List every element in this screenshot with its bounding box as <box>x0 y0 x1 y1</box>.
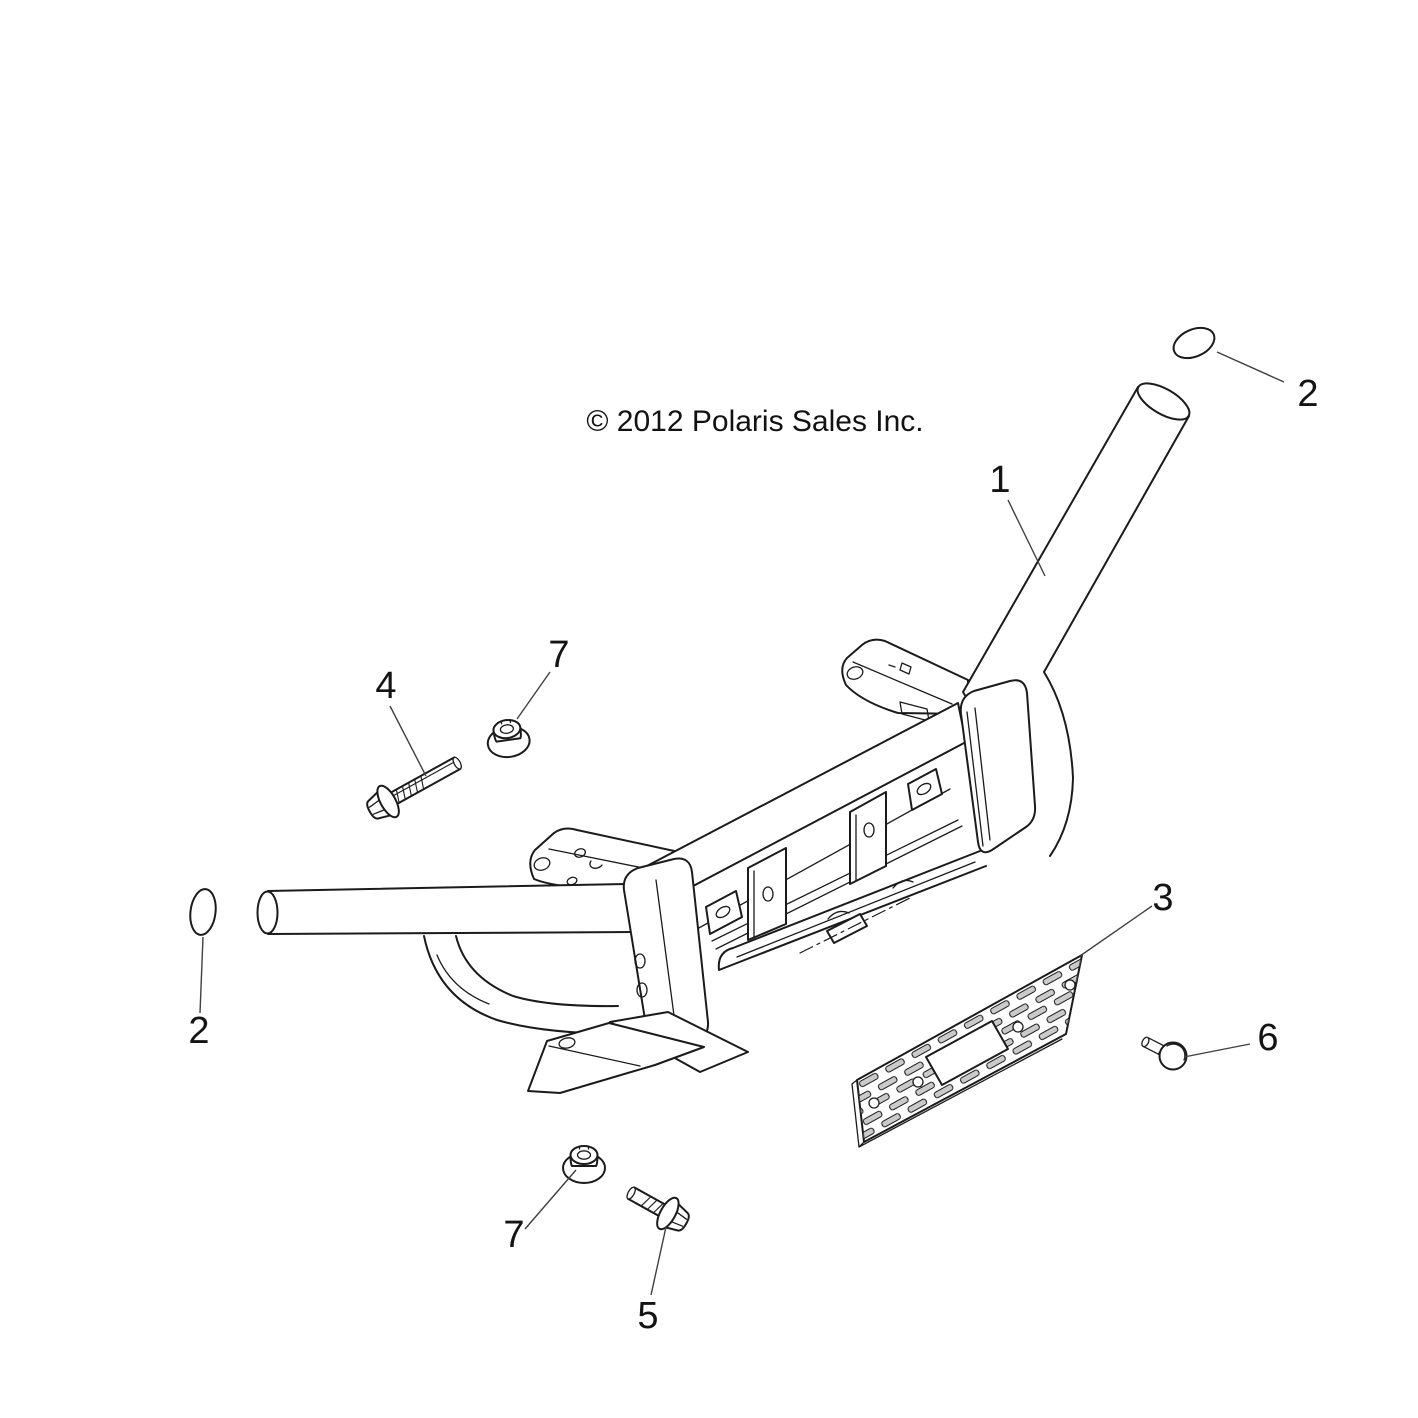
callout-7-top: 7 <box>548 634 569 676</box>
end-cap-left <box>189 888 217 936</box>
inner-panel <box>696 768 987 971</box>
flange-bolt-short <box>626 1186 690 1232</box>
receiver-tab <box>826 913 868 944</box>
copyright-text: © 2012 Polaris Sales Inc. <box>586 405 923 438</box>
grille-hole <box>868 1097 880 1109</box>
callout-2-bottom: 2 <box>188 1010 209 1052</box>
grille-hole <box>1012 1021 1024 1033</box>
end-cap-right <box>1172 326 1216 360</box>
callout-leader-lines <box>199 351 1285 1296</box>
button-screw <box>1141 1036 1188 1071</box>
callout-7-bottom: 7 <box>503 1214 524 1256</box>
skid-plate <box>527 1011 749 1094</box>
elbow-tube <box>423 935 619 1035</box>
rib-gusset-2 <box>849 791 887 885</box>
rear-bracket-right <box>841 638 969 722</box>
grille-hole <box>1064 979 1076 991</box>
tube-open-end-right <box>1136 382 1191 421</box>
callout-1: 1 <box>989 459 1010 501</box>
flange-bolt-long <box>366 756 462 820</box>
angle-pad-2 <box>907 768 943 811</box>
callout-5: 5 <box>637 1295 658 1337</box>
callout-6: 6 <box>1257 1017 1278 1059</box>
angle-pad-1 <box>705 890 743 935</box>
tube-open-end-left <box>256 890 279 935</box>
grille-plate <box>851 954 1083 1148</box>
callout-4: 4 <box>375 665 396 707</box>
wing-tube-left <box>256 883 647 935</box>
bumper-weldment <box>256 382 1191 1094</box>
callout-3: 3 <box>1152 877 1173 919</box>
upright-right <box>959 679 1037 854</box>
grille-center-cutout <box>925 1020 1009 1086</box>
callout-2-top: 2 <box>1297 373 1318 415</box>
grille-hole <box>912 1076 924 1088</box>
rib-gusset-1 <box>747 847 787 941</box>
flange-nut-upper <box>483 716 533 761</box>
